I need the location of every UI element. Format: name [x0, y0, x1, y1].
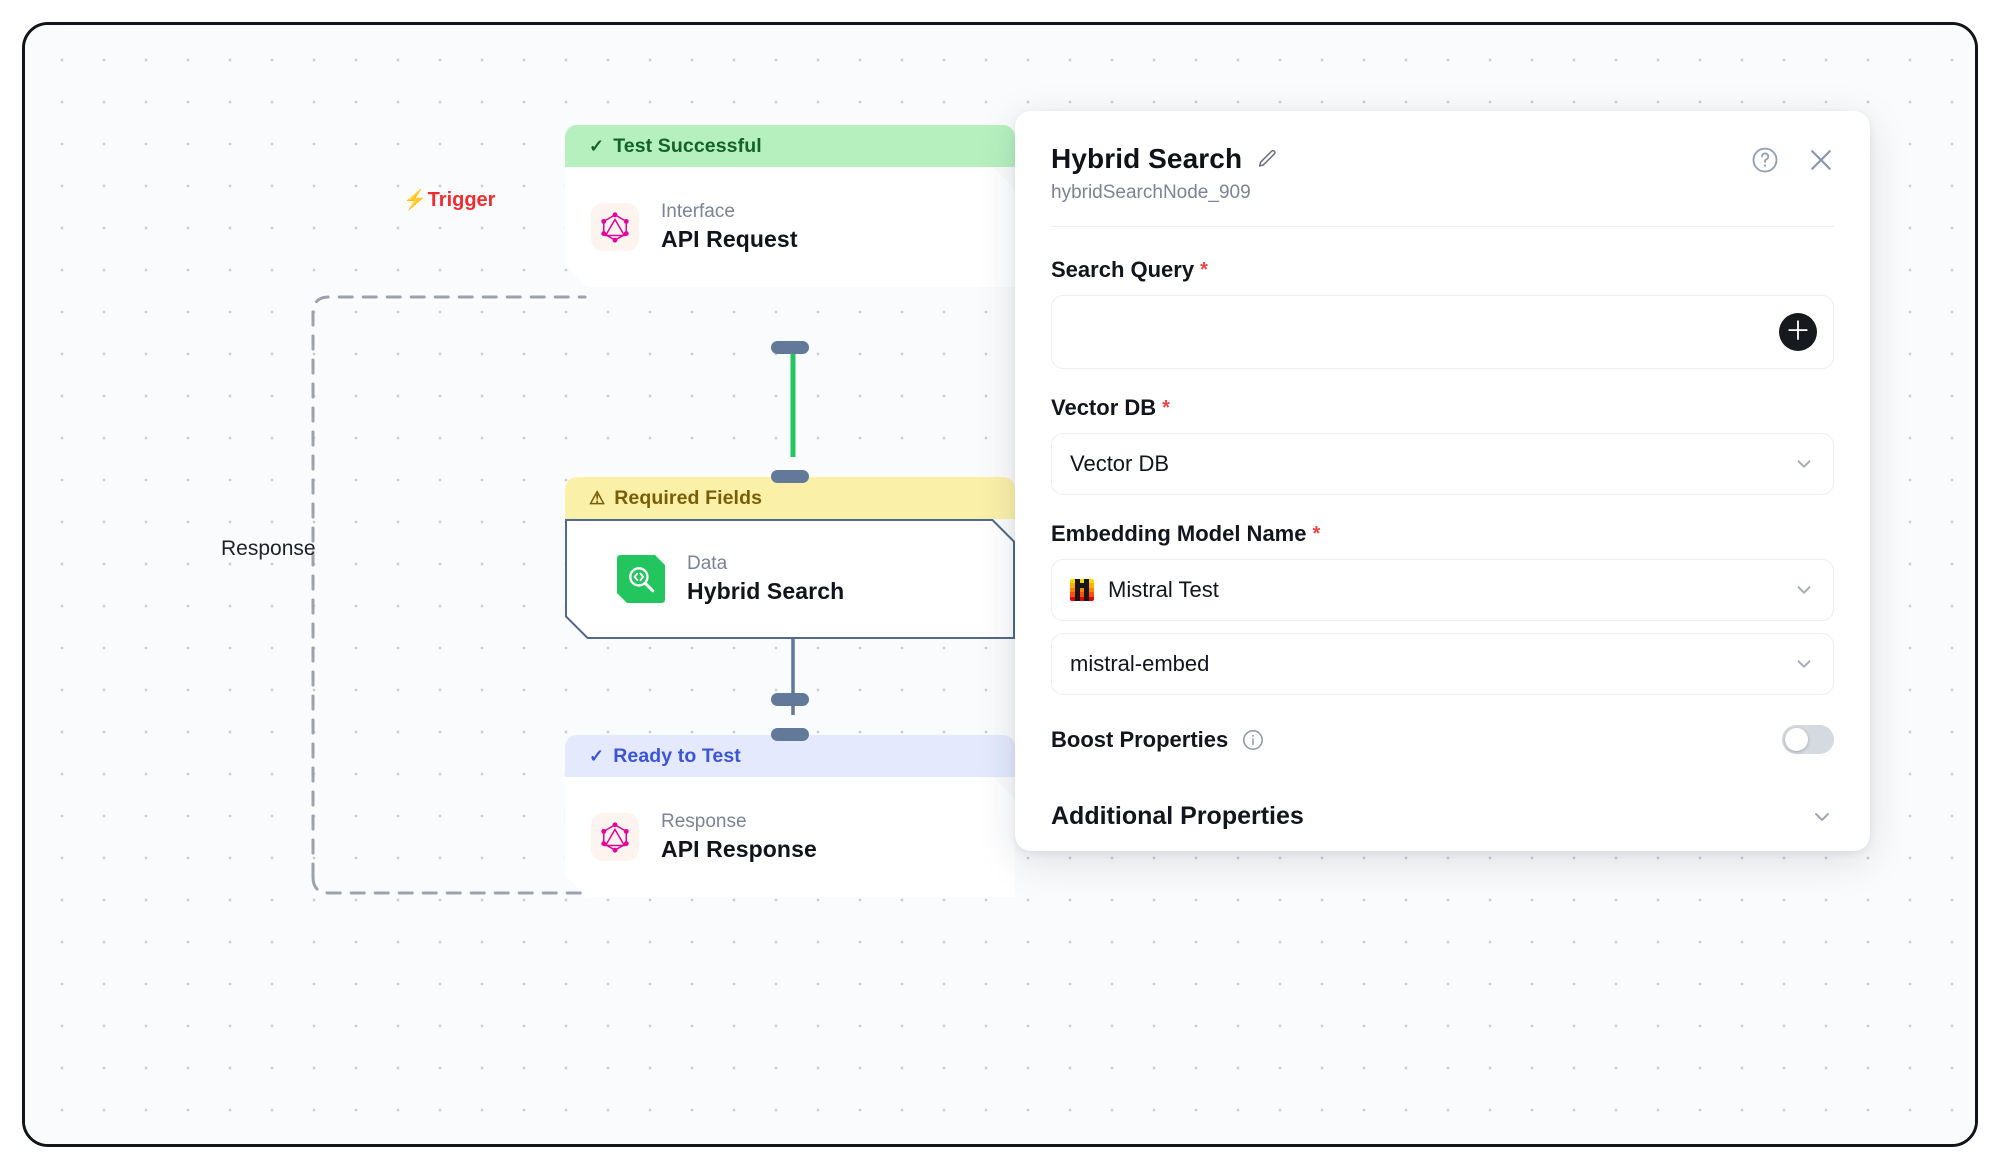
- node-status-text: Test Successful: [613, 134, 762, 157]
- node-status-banner: ✓ Test Successful: [565, 125, 1015, 167]
- embedding-connection-select[interactable]: Mistral Test: [1051, 559, 1834, 621]
- node-properties-panel: Hybrid Search hybridSearchNode_909: [1015, 111, 1870, 851]
- node-status-banner: ⚠ Required Fields: [565, 477, 1015, 519]
- trigger-label-text: Trigger: [427, 189, 496, 211]
- panel-header: Hybrid Search hybridSearchNode_909: [1015, 111, 1870, 204]
- node-output-handle[interactable]: [771, 341, 809, 354]
- chevron-down-icon: [1797, 586, 1811, 594]
- mistral-icon: [1070, 579, 1094, 601]
- embedding-model-value: mistral-embed: [1070, 651, 1210, 676]
- chevron-down-icon: [1797, 460, 1811, 468]
- required-marker: *: [1162, 396, 1170, 419]
- node-kicker: Response: [661, 811, 747, 832]
- panel-divider: [1051, 226, 1834, 227]
- node-api-request[interactable]: ✓ Test Successful: [565, 125, 1015, 354]
- vector-db-label-text: Vector DB: [1051, 395, 1157, 420]
- field-vector-db: Vector DB * Vector DB: [1051, 395, 1834, 495]
- chevron-down-icon: [1815, 812, 1829, 821]
- field-boost-properties: Boost Properties: [1051, 725, 1834, 754]
- node-input-handle[interactable]: [771, 470, 809, 483]
- app-frame: ⚡ Trigger Response ✓ Test Successful: [22, 22, 1978, 1147]
- check-icon: ✓: [589, 136, 605, 156]
- required-marker: *: [1312, 522, 1321, 545]
- panel-title: Hybrid Search: [1051, 143, 1243, 174]
- node-api-response[interactable]: ✓ Ready to Test: [565, 728, 1015, 897]
- node-body[interactable]: Response API Response: [565, 777, 1015, 897]
- help-circle-icon[interactable]: [1750, 145, 1780, 175]
- search-query-label: Search Query *: [1051, 257, 1834, 283]
- node-hybrid-search[interactable]: ⚠ Required Fields Da: [565, 470, 1015, 706]
- embedding-model-label-text: Embedding Model Name: [1051, 521, 1307, 546]
- warning-triangle-icon: ⚠: [589, 488, 606, 508]
- vector-db-label: Vector DB *: [1051, 395, 1834, 421]
- boost-properties-toggle[interactable]: [1782, 725, 1834, 754]
- trigger-edge-label: ⚡ Trigger: [403, 189, 495, 212]
- vector-db-value: Vector DB: [1070, 451, 1170, 476]
- embedding-connection-value: Mistral Test: [1108, 577, 1219, 602]
- hybrid-search-icon: [617, 555, 665, 603]
- required-marker: *: [1200, 258, 1208, 281]
- field-search-query: Search Query * ＋: [1051, 257, 1834, 369]
- additional-properties-label: Additional Properties: [1051, 802, 1304, 830]
- lightning-bolt-icon: ⚡: [403, 190, 427, 211]
- node-title: API Response: [661, 836, 817, 862]
- embedding-connection-value-wrap: Mistral Test: [1070, 577, 1779, 603]
- node-status-text: Ready to Test: [613, 744, 741, 767]
- node-body[interactable]: Data Hybrid Search: [565, 519, 1015, 639]
- chevron-down-icon: [1797, 660, 1811, 668]
- node-title: API Request: [661, 226, 798, 252]
- close-icon[interactable]: [1806, 145, 1836, 175]
- embedding-model-select[interactable]: mistral-embed: [1051, 633, 1834, 695]
- node-input-handle[interactable]: [771, 728, 809, 741]
- panel-body: Search Query * ＋ Vector DB * Vector DB: [1015, 227, 1870, 831]
- plus-icon[interactable]: ＋: [1779, 313, 1817, 351]
- node-status-text: Required Fields: [614, 486, 763, 509]
- vector-db-select[interactable]: Vector DB: [1051, 433, 1834, 495]
- search-query-input[interactable]: ＋: [1051, 295, 1834, 369]
- toggle-knob: [1785, 728, 1808, 751]
- node-output-handle[interactable]: [771, 693, 809, 706]
- field-embedding-model: Embedding Model Name *: [1051, 521, 1834, 695]
- boost-properties-label: Boost Properties: [1051, 726, 1229, 752]
- node-status-banner: ✓ Ready to Test: [565, 735, 1015, 777]
- embedding-model-label: Embedding Model Name *: [1051, 521, 1834, 547]
- additional-properties-accordion[interactable]: Additional Properties: [1051, 802, 1834, 831]
- node-body[interactable]: Interface API Request: [565, 167, 1015, 287]
- node-kicker: Interface: [661, 201, 735, 222]
- search-query-label-text: Search Query: [1051, 257, 1195, 282]
- response-edge-label: Response: [221, 537, 316, 560]
- node-kicker: Data: [687, 553, 728, 574]
- pencil-icon[interactable]: [1254, 146, 1280, 172]
- panel-node-id: hybridSearchNode_909: [1051, 182, 1251, 203]
- graphql-icon: [591, 203, 639, 251]
- node-title: Hybrid Search: [687, 578, 845, 604]
- info-circle-icon[interactable]: [1241, 728, 1265, 752]
- graphql-icon: [591, 813, 639, 861]
- check-icon: ✓: [589, 746, 605, 766]
